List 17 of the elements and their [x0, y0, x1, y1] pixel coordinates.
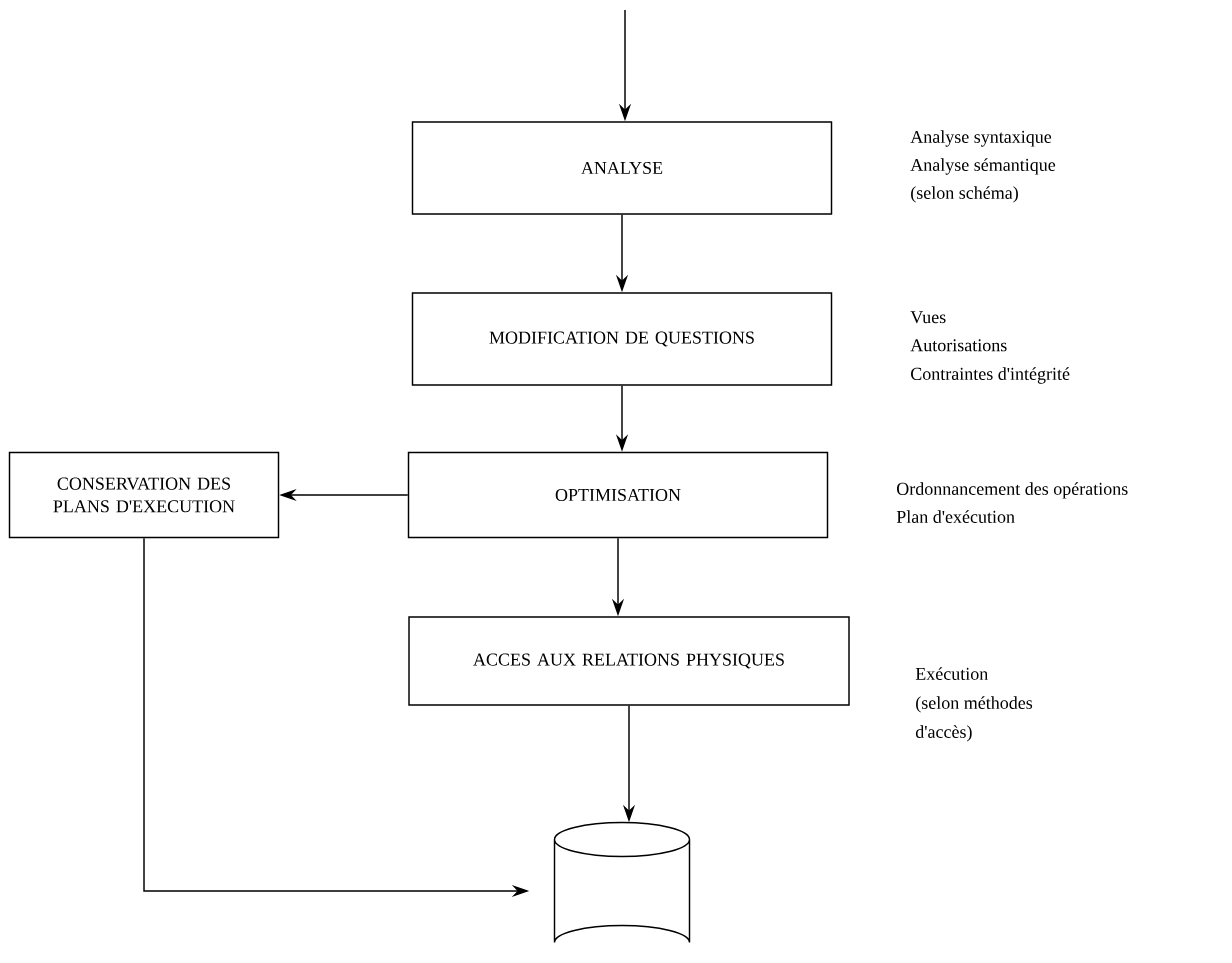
process-box: CONSERVATION DES PLANS D'EXECUTION — [8, 451, 280, 539]
database-cylinder — [553, 821, 691, 944]
side-note: (selon schéma) — [911, 186, 1018, 203]
side-note: Analyse syntaxique — [910, 130, 1052, 147]
process-box: OPTIMISATION — [407, 451, 829, 539]
side-note: Ordonnancement des opérations — [897, 482, 1128, 499]
side-note: Autorisations — [910, 339, 1007, 352]
side-note: (selon méthodes — [916, 696, 1033, 713]
side-note: Exécution — [915, 667, 988, 680]
process-box: ANALYSE — [411, 121, 833, 215]
side-note: Vues — [910, 311, 946, 324]
process-box: ACCES AUX RELATIONS PHYSIQUES — [408, 616, 850, 706]
side-note: Plan d'exécution — [896, 510, 1015, 523]
side-note: Contraintes d'intégrité — [911, 367, 1070, 384]
process-box: MODIFICATION DE QUESTIONS — [411, 292, 833, 386]
side-note: Analyse sémantique — [910, 158, 1056, 175]
side-note: d'accès) — [915, 725, 972, 742]
